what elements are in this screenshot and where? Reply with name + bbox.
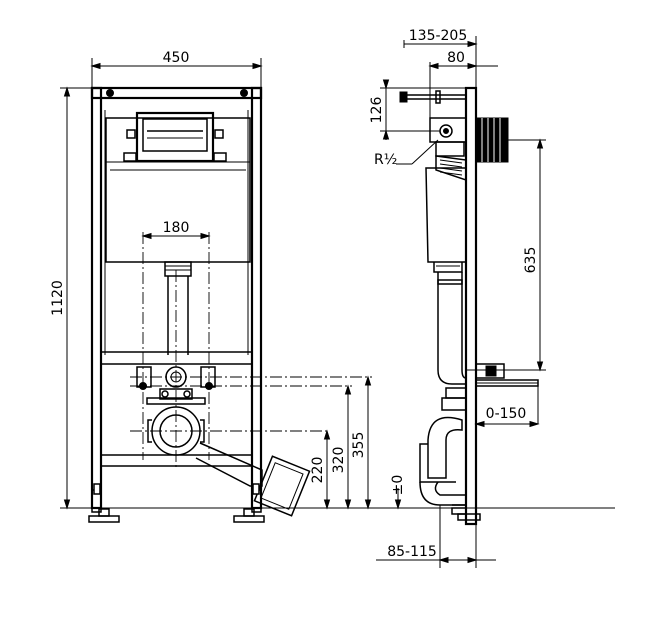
dim-355-label: 355: [351, 432, 367, 459]
floor-zero-label: ±0: [390, 475, 406, 496]
cistern: [105, 117, 251, 263]
top-right-bolt: [240, 89, 248, 97]
side-cistern: [425, 167, 467, 263]
front-dimensions: 450 1120 180 220 320 355: [50, 50, 372, 510]
dim-220-label: 220: [310, 457, 326, 484]
top-bar: [90, 86, 263, 100]
side-frame-post: [464, 86, 478, 526]
dim-180-label: 180: [163, 220, 190, 236]
dim-85-115-label: 85-115: [387, 544, 437, 560]
middle-crossbar: [100, 351, 253, 365]
dim-126-label: 126: [369, 97, 385, 124]
dim-135-205-label: 135-205: [409, 28, 468, 44]
dim-1120-label: 1120: [50, 280, 66, 316]
outlet-pipe: [253, 455, 311, 517]
dim-450-label: 450: [163, 50, 190, 66]
dim-320-label: 320: [331, 447, 347, 474]
dim-635-label: 635: [523, 247, 539, 274]
dim-80-label: 80: [447, 50, 465, 66]
left-post: [90, 86, 103, 510]
thread-label: R½: [374, 152, 397, 168]
right-post: [250, 86, 263, 510]
side-dimensions: 135-205 80 126 R½ 635 0-150 ±0: [369, 28, 546, 568]
dim-0-150-label: 0-150: [486, 406, 527, 422]
front-view: [60, 86, 615, 523]
bottom-crossbar: [100, 454, 253, 467]
side-view: [399, 86, 539, 526]
flush-actuator: [135, 111, 215, 163]
side-bend-pipe: [427, 416, 463, 479]
side-actuator-plate: [475, 117, 509, 163]
right-foot: [233, 515, 265, 523]
left-foot: [88, 515, 120, 523]
top-left-bolt: [106, 89, 114, 97]
